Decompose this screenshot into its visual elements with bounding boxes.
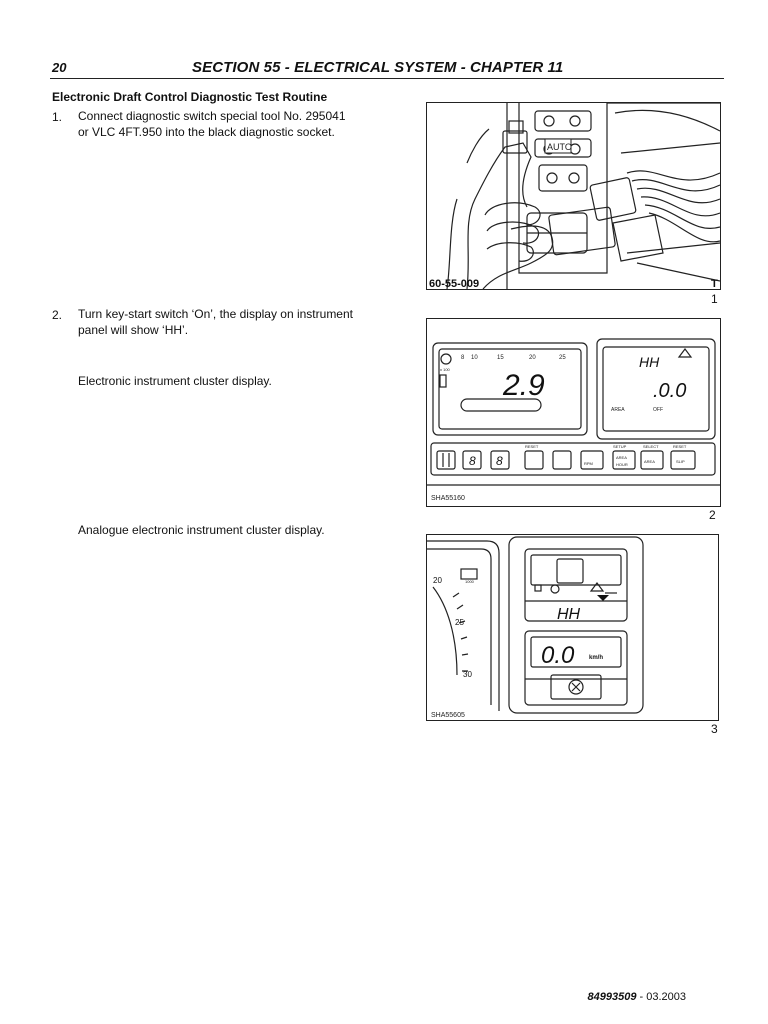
dial-tick-25: 25 bbox=[455, 618, 464, 627]
figure-1-number: 1 bbox=[711, 292, 718, 306]
section-title: SECTION 55 - ELECTRICAL SYSTEM - CHAPTER… bbox=[192, 59, 564, 76]
step-1-number: 1. bbox=[52, 110, 63, 124]
footer-doc-number: 84993509 bbox=[587, 991, 637, 1003]
dial-rpm-tag: 1000 bbox=[465, 579, 475, 584]
step-2-number: 2. bbox=[52, 308, 63, 322]
scale-tick-15: 15 bbox=[497, 355, 504, 361]
footer-date: - 03.2003 bbox=[639, 991, 686, 1003]
dial-tick-30: 30 bbox=[463, 670, 472, 679]
scale-tick-20: 20 bbox=[529, 355, 536, 361]
figure-3-analogue-cluster: 20 25 30 1000 HH 0.0 km/h SHA55605 bbox=[426, 534, 719, 721]
speed-unit: km/h bbox=[589, 655, 603, 661]
auto-label: AUTO bbox=[547, 142, 572, 152]
select-label: SELECT bbox=[643, 444, 659, 449]
figure-1-drawing: AUTO 60-55-009 T bbox=[429, 103, 720, 289]
area-button-text-2: AREA bbox=[644, 459, 655, 464]
routine-heading: Electronic Draft Control Diagnostic Test… bbox=[52, 90, 328, 104]
hh-display: HH bbox=[639, 354, 660, 370]
svg-text:8: 8 bbox=[469, 454, 476, 468]
step-2-text: Turn key-start switch ‘On’, the display … bbox=[78, 306, 353, 338]
hh-display: HH bbox=[557, 606, 581, 623]
figure-1-connector-illustration: AUTO 60-55-009 T bbox=[426, 102, 721, 290]
step-1-line-1: Connect diagnostic switch special tool N… bbox=[78, 109, 346, 123]
area-button-text: AREA bbox=[616, 455, 627, 460]
figure-3-label: SHA55605 bbox=[431, 712, 465, 719]
scale-tick-10: 10 bbox=[471, 355, 478, 361]
area-label: AREA bbox=[611, 407, 625, 413]
svg-text:8: 8 bbox=[496, 454, 503, 468]
figure-2-drawing: 8 10 15 20 25 x 100 2.9 HH .0.0 AREA OFF… bbox=[427, 338, 720, 502]
speed-display: 2.9 bbox=[502, 369, 545, 402]
rpm-button-text: RPM bbox=[584, 461, 593, 466]
caption-electronic-cluster: Electronic instrument cluster display. bbox=[78, 374, 272, 388]
caption-analogue-cluster: Analogue electronic instrument cluster d… bbox=[78, 523, 325, 537]
figure-1-edge-text: T bbox=[711, 278, 718, 289]
scale-tick-25: 25 bbox=[559, 355, 566, 361]
step-2-line-2: panel will show ‘HH’. bbox=[78, 323, 189, 337]
figure-2-number: 2 bbox=[709, 508, 716, 522]
page-number: 20 bbox=[52, 60, 67, 75]
hour-button-text: HOUR bbox=[616, 462, 628, 467]
rpm-tag: x 100 bbox=[440, 367, 451, 372]
figure-3-drawing: 20 25 30 1000 HH 0.0 km/h SHA55605 bbox=[427, 536, 644, 719]
figure-2-label: SHA55160 bbox=[431, 495, 465, 502]
footer: 84993509 - 03.2003 bbox=[588, 991, 687, 1003]
dial-tick-20: 20 bbox=[433, 576, 442, 585]
speed-display: 0.0 bbox=[541, 642, 575, 669]
step-2-line-1: Turn key-start switch ‘On’, the display … bbox=[78, 307, 353, 321]
figure-1-label: 60-55-009 bbox=[429, 278, 479, 289]
figure-3-number: 3 bbox=[711, 722, 718, 736]
off-label: OFF bbox=[653, 407, 663, 413]
setup-label: SETUP bbox=[613, 444, 627, 449]
scale-tick-8: 8 bbox=[461, 355, 465, 361]
header-rule bbox=[50, 78, 724, 79]
reset-label: RESET bbox=[525, 444, 539, 449]
slip-button-text: SLIP bbox=[676, 459, 685, 464]
reset-label-2: RESET bbox=[673, 444, 687, 449]
step-1-line-2: or VLC 4FT.950 into the black diagnostic… bbox=[78, 125, 335, 139]
figure-2-electronic-cluster: 8 10 15 20 25 x 100 2.9 HH .0.0 AREA OFF… bbox=[426, 318, 721, 507]
decimal-display: .0.0 bbox=[653, 380, 686, 402]
step-1-text: Connect diagnostic switch special tool N… bbox=[78, 108, 346, 140]
